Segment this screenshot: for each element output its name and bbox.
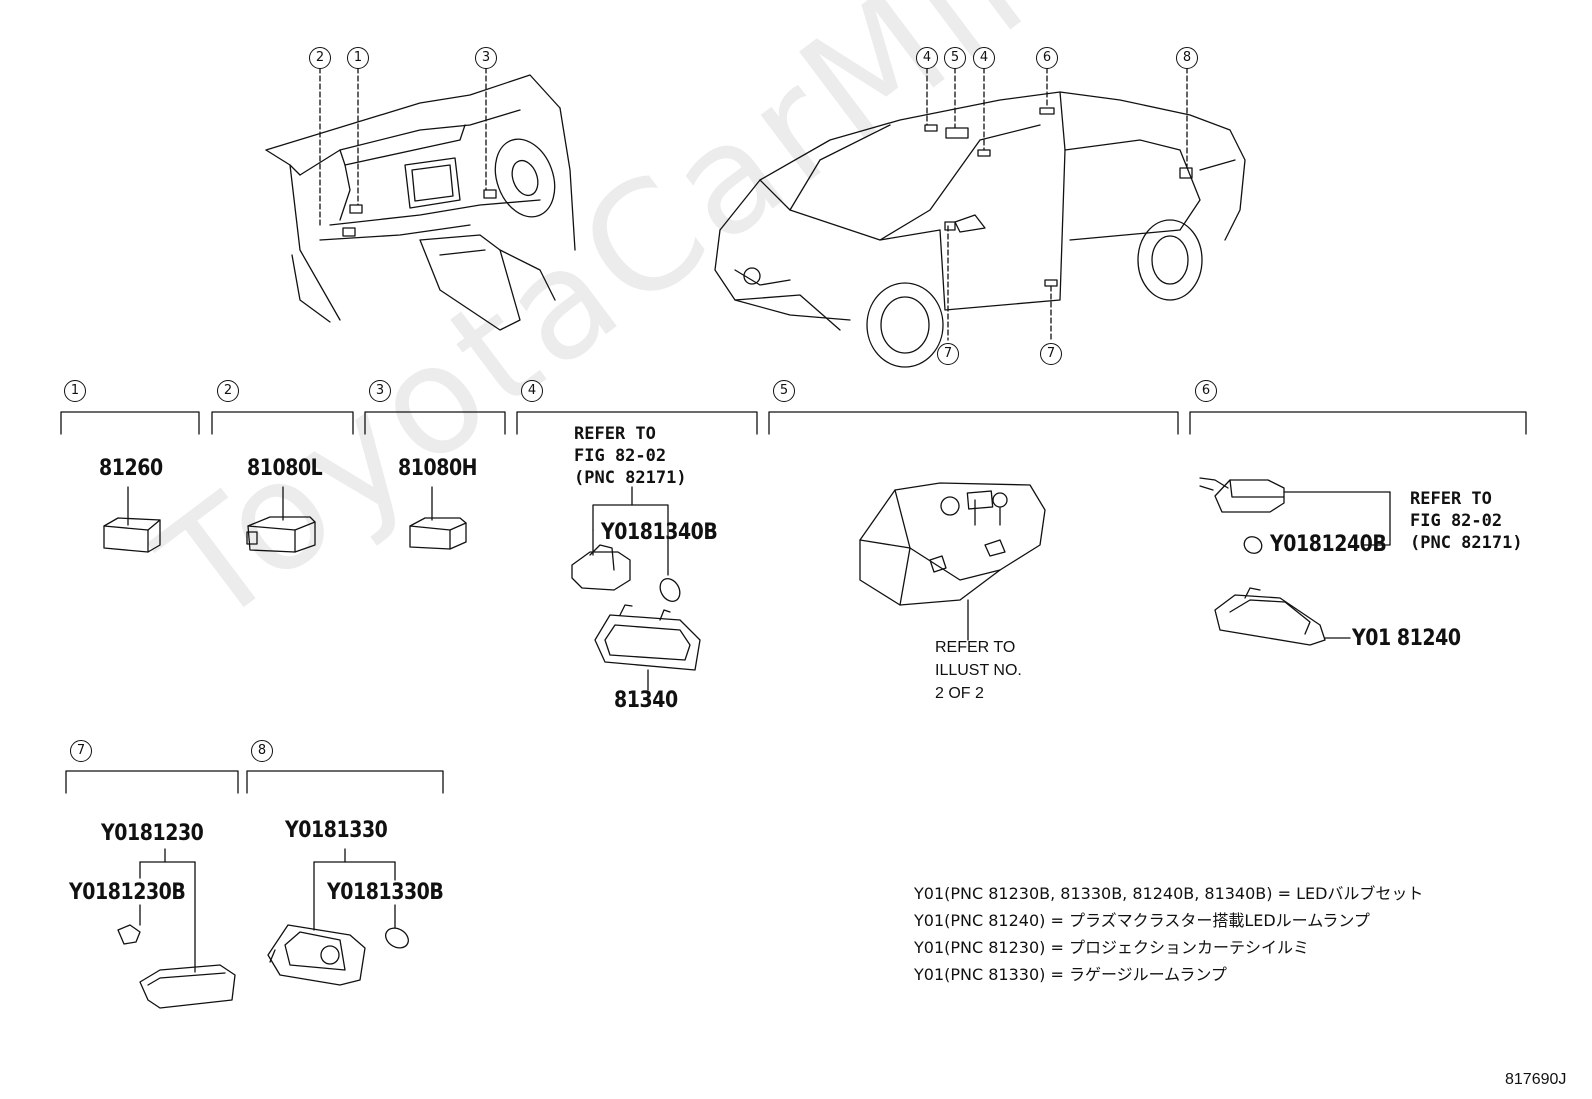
callout-2-dashboard: 2 [309,47,331,69]
section-2-callout: 2 [217,380,239,402]
car-leaders [926,67,1188,341]
section-5-callout: 5 [773,380,795,402]
part-81080h-drawing [409,486,467,550]
part-number-y0181240b[interactable]: Y0181240B [1270,532,1387,557]
refer-note-section-6: REFER TO FIG 82-02 (PNC 82171) [1410,489,1523,553]
part-4-drawing [571,486,701,691]
part-81080l-drawing [246,486,316,553]
legend-line-2: Y01(PNC 81240) = プラズマクラスター搭載LEDルームランプ [914,911,1370,930]
dashboard-illustration [265,74,576,331]
callout-1-dashboard: 1 [347,47,369,69]
part-number-y0181230b[interactable]: Y0181230B [69,880,186,905]
section-8-callout: 8 [251,740,273,762]
legend-line-1: Y01(PNC 81230B, 81330B, 81240B, 81340B) … [914,884,1424,903]
part-6-drawing [1199,477,1391,646]
part-number-y0181230[interactable]: Y0181230 [101,821,204,846]
part-5-drawing [859,482,1046,641]
callout-3-dashboard: 3 [475,47,497,69]
section-3-callout: 3 [369,380,391,402]
part-8-drawing [267,848,409,986]
callout-5-car: 5 [944,47,966,69]
part-number-81260[interactable]: 81260 [99,456,163,481]
part-number-81080l[interactable]: 81080L [247,456,323,481]
figure-id: 817690J [1505,1071,1567,1088]
section-6-callout: 6 [1195,380,1217,402]
car-illustration [714,91,1246,368]
callout-6-car: 6 [1036,47,1058,69]
section-4-callout: 4 [521,380,543,402]
part-number-y0181330b[interactable]: Y0181330B [327,880,444,905]
part-number-81080h[interactable]: 81080H [398,456,478,481]
legend-line-4: Y01(PNC 81330) = ラゲージルームランプ [914,965,1227,984]
part-7-drawing [117,848,236,1009]
refer-note-section-4: REFER TO FIG 82-02 (PNC 82171) [574,424,687,488]
callout-4-car-right: 4 [973,47,995,69]
callout-7-car-front: 7 [937,343,959,365]
part-number-y0181340b[interactable]: Y0181340B [601,520,718,545]
part-81260-drawing [103,486,161,553]
part-number-y0181330[interactable]: Y0181330 [285,818,388,843]
part-number-81340[interactable]: 81340 [614,688,678,713]
callout-7-car-rear: 7 [1040,343,1062,365]
part-number-y0181240[interactable]: Y01 81240 [1352,626,1461,651]
legend-line-3: Y01(PNC 81230) = プロジェクションカーテシイルミ [914,938,1309,957]
section-7-callout: 7 [70,740,92,762]
callout-4-car-left: 4 [916,47,938,69]
dashboard-leaders [319,67,487,226]
callout-8-car: 8 [1176,47,1198,69]
section-1-callout: 1 [64,380,86,402]
refer-note-section-5: REFER TO ILLUST NO. 2 OF 2 [935,639,1022,702]
